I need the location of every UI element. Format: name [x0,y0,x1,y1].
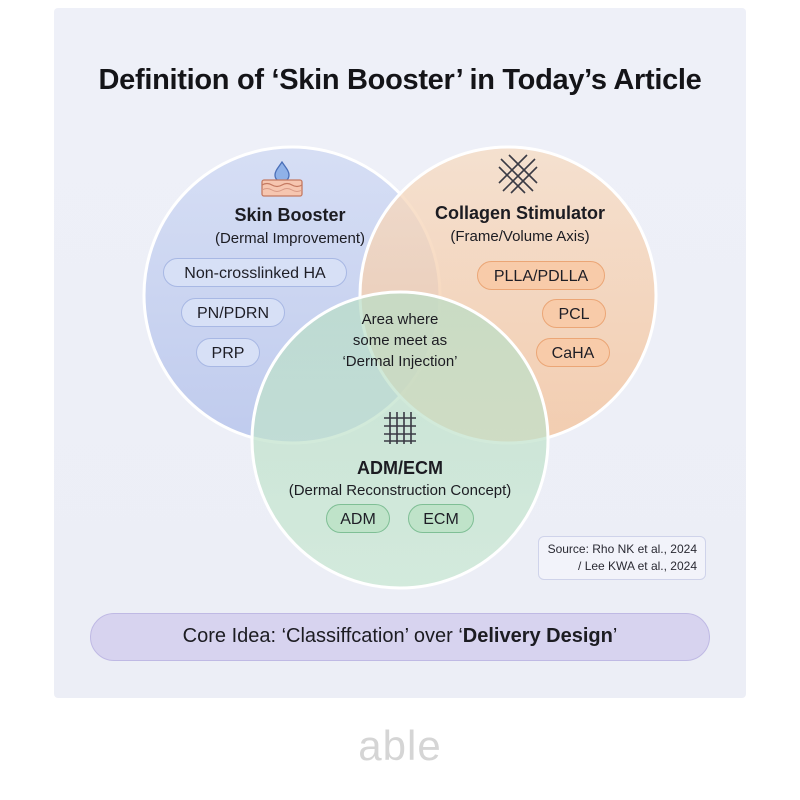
page-title: Definition of ‘Skin Booster’ in Today’s … [98,64,702,96]
skin-booster-heading: Skin Booster [234,205,346,225]
mesh-scaffold-icon [498,154,538,194]
core-idea-emphasis: Delivery Design [462,625,613,647]
core-idea-suffix: ’ [612,625,618,647]
skin-booster-item: Non-crosslinked HA [163,258,347,287]
source-line: Source: Rho NK et al., 2024 [547,542,697,556]
grid-matrix-icon [384,412,416,444]
collagen-stimulator-item: CaHA [536,338,610,367]
skin-booster-item: PRP [196,338,260,367]
core-idea-prefix: Core Idea: ‘Classiffcation’ over ‘ [182,625,463,647]
skin-booster-subheading: (Dermal Improvement) [214,230,366,247]
collagen-stimulator-subheading: (Frame/Volume Axis) [450,228,590,245]
overlap-line: ‘Dermal Injection’ [342,353,458,370]
overlap-line: some meet as [352,332,448,349]
source-line: / Lee KWA et al., 2024 [578,559,697,573]
collagen-stimulator-item: PCL [542,299,606,328]
adm-ecm-heading: ADM/ECM [357,458,443,478]
adm-ecm-item: ECM [408,504,474,533]
adm-ecm-item: ADM [326,504,390,533]
collagen-stimulator-heading: Collagen Stimulator [434,203,605,223]
collagen-stimulator-item: PLLA/PDLLA [477,261,605,290]
adm-ecm-subheading: (Dermal Reconstruction Concept) [288,482,512,499]
skin-drop-icon [261,160,303,197]
brand-logo: able [358,722,442,769]
skin-booster-item: PN/PDRN [181,298,285,327]
core-idea-banner: Core Idea: ‘Classiffcation’ over ‘Delive… [90,613,710,661]
overlap-line: Area where [361,311,439,328]
source-note: Source: Rho NK et al., 2024 / Lee KWA et… [538,536,706,580]
